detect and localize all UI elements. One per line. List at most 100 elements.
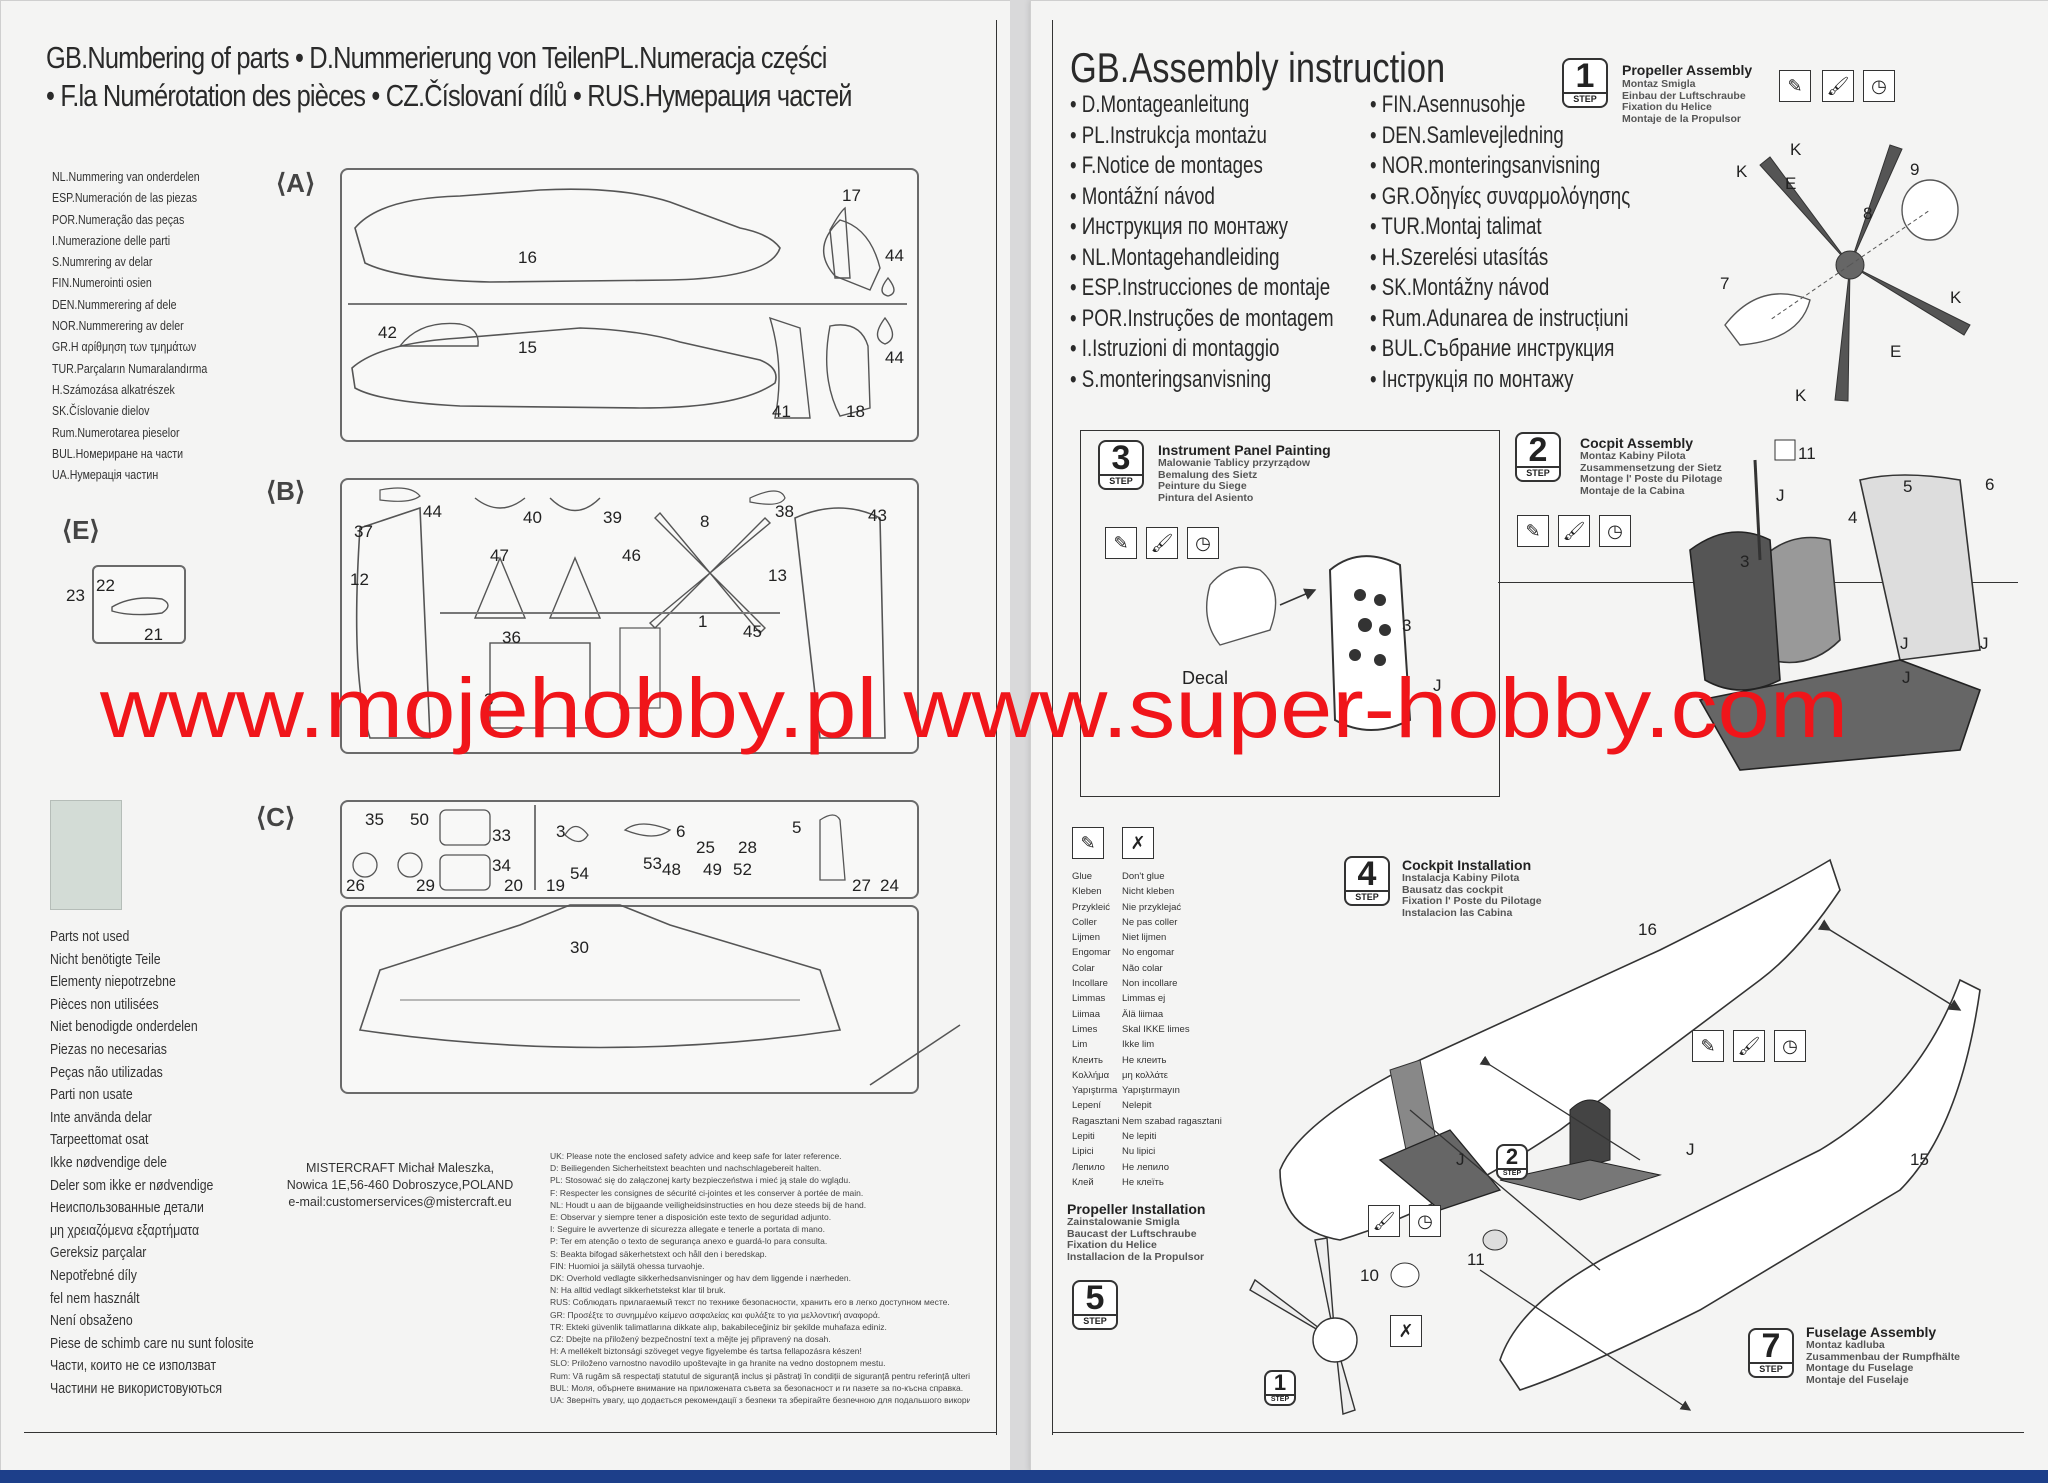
part-number: 24	[880, 876, 899, 895]
page-gutter	[1010, 0, 1030, 1483]
paint-icon: 🖌	[1146, 527, 1178, 559]
no-glue-legend-item: No engomar	[1122, 947, 1175, 959]
part-label: J	[1900, 634, 1909, 653]
part-number: 18	[846, 402, 865, 421]
unused-list-item: Niet benodigde onderdelen	[50, 1018, 198, 1036]
unused-list-item: Части, които не се използват	[50, 1357, 217, 1375]
numbering-list-item: ESP.Numeración de las piezas	[52, 191, 198, 206]
step-translation-line: Instalacja Kabiny Pilota	[1402, 872, 1520, 884]
part-number: 48	[662, 860, 681, 879]
glue-icon: ✎	[1779, 70, 1811, 102]
numbering-list-item: Rum.Numerotarea pieselor	[52, 425, 180, 440]
glue-legend-item: Limes	[1072, 1023, 1098, 1035]
step-translation-line: Zainstalowanie Smigla	[1067, 1216, 1180, 1228]
step-translation-line: Montaz kadluba	[1806, 1339, 1885, 1351]
assembly-language-item: • Инструкция по монтажу	[1070, 213, 1288, 240]
no-glue-legend-item: Nem szabad ragasztani	[1122, 1115, 1222, 1127]
sprue-c-top-frame	[340, 800, 919, 899]
part-number: 40	[523, 508, 542, 527]
safety-line: BUL: Моля, обърнете внимание на приложен…	[550, 1382, 964, 1393]
no-glue-legend-item: Don't glue	[1122, 871, 1165, 882]
part-number: 30	[570, 938, 589, 957]
part-number: 12	[350, 570, 369, 589]
assembly-language-item: • F.Notice de montages	[1070, 152, 1263, 179]
safety-line: CZ: Dbejte na přiložený bezpečnostní tex…	[550, 1334, 831, 1345]
part-number: 3	[484, 690, 494, 709]
part-number: 22	[96, 576, 115, 595]
part-number: 44	[885, 348, 904, 367]
step-translation-line: Montaje del Fuselaje	[1806, 1373, 1909, 1386]
part-label: K	[1790, 140, 1802, 159]
left-frame-border	[996, 20, 997, 1435]
assembly-language-item: • BUL.Събрание инструкция	[1370, 335, 1615, 362]
unused-list-item: Inte använda delar	[50, 1108, 152, 1126]
part-number: 8	[700, 512, 710, 531]
unused-list-item: Peças não utilizadas	[50, 1063, 163, 1081]
numbering-list-item: NOR.Nummerering av deler	[52, 319, 184, 334]
assembly-language-item: • DEN.Samlevejledning	[1370, 121, 1564, 149]
assembly-language-item: • I.Istruzioni di montaggio	[1070, 335, 1280, 362]
glue-legend-item: Incollare	[1072, 978, 1108, 990]
safety-line: UA: Зверніть увагу, що додається рекомен…	[550, 1395, 970, 1406]
clock-icon: ◷	[1187, 527, 1219, 559]
safety-line: DK: Overhold vedlagte sikkerhedsanvisnin…	[550, 1273, 851, 1284]
no-glue-legend-item: Ikke lim	[1122, 1039, 1155, 1051]
step-4-title: Cockpit Installation	[1402, 857, 1532, 873]
safety-line: NL: Houdt u aan de bijgaande veiligheids…	[550, 1199, 867, 1210]
unused-list-item: Piezas no necesarias	[50, 1040, 167, 1058]
numbering-list-item: DEN.Nummerering af dele	[52, 297, 177, 312]
part-number: 39	[603, 508, 622, 527]
unused-parts-color-swatch	[50, 800, 122, 910]
assembly-language-item: • NL.Montagehandleiding	[1070, 243, 1280, 271]
assembly-language-list-col2: • FIN.Asennusohje• DEN.Samlevejledning• …	[1370, 90, 1630, 395]
propeller-installation-drawing	[1249, 1229, 1508, 1415]
part-17	[822, 219, 881, 291]
cockpit-assembly-drawing	[1689, 439, 1982, 771]
part-label: 10	[1360, 1266, 1379, 1285]
glue-legend-item: Lijmen	[1072, 932, 1100, 944]
glue-legend-item: Liimaa	[1072, 1008, 1100, 1020]
assembly-language-item: • Montážní návod	[1070, 182, 1215, 210]
assembly-language-item: • TUR.Montaj talimat	[1370, 213, 1542, 240]
part-number: 25	[696, 838, 715, 857]
sprue-e-drawing	[111, 597, 169, 616]
part-number: 46	[622, 546, 641, 565]
propeller-assembly-drawing	[1724, 144, 1971, 402]
assembly-language-item: • GR.Οδηγίες συναρμολόγησης	[1370, 182, 1631, 210]
assembly-language-list-col1: • D.Montageanleitung• PL.Instrukcja mont…	[1070, 90, 1334, 395]
safety-line: SLO: Priloženo varnostno navodilo upošte…	[550, 1358, 886, 1369]
unused-list-item: Pièces non utilisées	[50, 995, 159, 1013]
part-number: 34	[492, 856, 511, 875]
sprue-a-drawing	[348, 188, 907, 419]
part-label: 5	[1903, 477, 1913, 496]
assembly-language-item: • POR.Instruções de montagem	[1070, 304, 1334, 332]
part-label: 15	[1910, 1150, 1929, 1169]
glue-icon: ✎	[1517, 515, 1549, 547]
paint-icon: 🖌	[1822, 70, 1854, 102]
part-number: 17	[842, 186, 861, 205]
unused-list-item: fel nem használt	[50, 1289, 140, 1307]
numbering-list-item: I.Numerazione delle parti	[52, 233, 171, 248]
numbering-list-item: FIN.Numerointi osien	[52, 276, 152, 291]
step-translation-line: Einbau der Luftschraube	[1622, 89, 1746, 102]
glue-legend-item: Yapıştırma	[1072, 1085, 1118, 1097]
assembly-title: GB.Assembly instruction	[1070, 44, 1446, 91]
no-glue-legend-item: Не клеїть	[1122, 1176, 1164, 1188]
safety-line: I: Seguire le avvertenze di sicurezza al…	[550, 1224, 825, 1235]
step-3-title: Instrument Panel Painting	[1158, 442, 1331, 458]
no-glue-legend-item: Nelepit	[1122, 1100, 1152, 1112]
safety-line: H: A mellékelt biztonsági szöveget vegye…	[550, 1346, 862, 1357]
part-label: J	[1456, 1150, 1465, 1169]
step-translation-line: Fixation du Helice	[1622, 101, 1712, 113]
no-glue-legend-item: Nicht kleben	[1122, 886, 1175, 898]
safety-line: GR: Προσέξτε το συνημμένο κείμενο ασφαλε…	[550, 1309, 881, 1320]
part-label: K	[1795, 386, 1807, 405]
step-translation-line: Montage l' Poste du Pilotage	[1580, 473, 1723, 485]
assembly-language-item: • NOR.monteringsanvisning	[1370, 152, 1601, 179]
no-glue-icon: ✗	[1390, 1315, 1422, 1347]
no-glue-legend-item: Yapıştırmayın	[1122, 1085, 1180, 1097]
